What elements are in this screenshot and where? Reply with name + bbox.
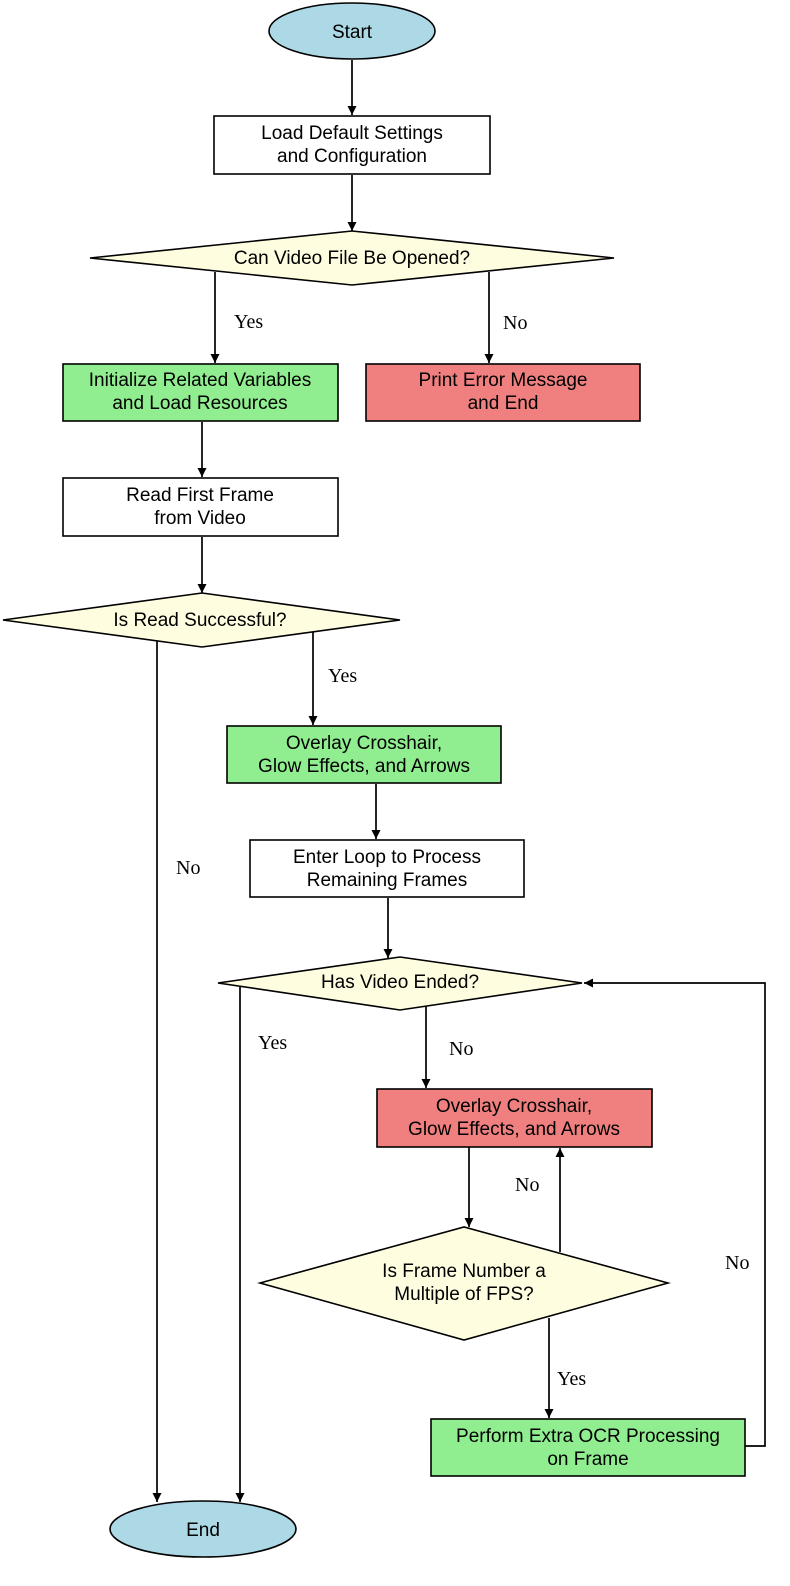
node-can-open: Can Video File Be Opened? [89,230,615,286]
label-fps-no: No [515,1174,539,1196]
video-ended-shape [217,956,583,1011]
label-open-no: No [503,312,527,334]
node-ocr: Perform Extra OCR Processing on Frame [430,1418,746,1477]
edge-ocr-back-to-ended [584,978,766,1447]
start-shape [268,2,436,60]
node-fps-multiple: Is Frame Number a Multiple of FPS? [257,1226,671,1341]
print-error-line1: Print Error Message [419,370,588,391]
label-ended-no: No [449,1038,473,1060]
start-label: Start [332,22,373,43]
node-video-ended: Has Video Ended? [217,956,583,1011]
ocr-line1: Perform Extra OCR Processing [456,1426,720,1447]
load-settings-line2: and Configuration [277,146,427,167]
edges [152,60,766,1502]
load-settings-line1: Load Default Settings [261,123,443,144]
node-read-ok: Is Read Successful? [2,592,401,648]
read-first-line2: from Video [154,508,246,529]
enter-loop-line1: Enter Loop to Process [293,847,481,868]
label-ocr-no: No [725,1252,749,1274]
node-start: Start [268,2,436,60]
overlay-loop-line2: Glow Effects, and Arrows [408,1119,620,1140]
read-ok-label: Is Read Successful? [113,610,286,631]
node-print-error: Print Error Message and End [365,363,641,422]
label-open-yes: Yes [234,311,263,333]
label-read-yes: Yes [328,665,357,687]
print-error-shape [365,363,641,422]
load-settings-shape [213,115,491,175]
fps-multiple-shape [257,1226,671,1341]
print-error-line2: and End [468,393,539,414]
node-end: End [109,1500,297,1558]
node-overlay-first: Overlay Crosshair, Glow Effects, and Arr… [226,725,502,784]
enter-loop-shape [249,839,525,898]
read-first-line1: Read First Frame [126,485,274,506]
init-vars-line2: and Load Resources [112,393,287,414]
fps-multiple-line2: Multiple of FPS? [394,1284,533,1305]
read-first-shape [62,477,339,537]
label-fps-yes: Yes [557,1368,586,1390]
label-read-no: No [176,857,200,879]
enter-loop-line2: Remaining Frames [307,870,468,891]
label-ended-yes: Yes [258,1032,287,1054]
overlay-first-line2: Glow Effects, and Arrows [258,756,470,777]
node-load-settings: Load Default Settings and Configuration [213,115,491,175]
fps-multiple-line1: Is Frame Number a [382,1261,546,1282]
read-ok-shape [2,592,401,648]
end-label: End [186,1520,220,1541]
can-open-label: Can Video File Be Opened? [234,248,470,269]
overlay-first-line1: Overlay Crosshair, [286,733,442,754]
ocr-line2: on Frame [547,1449,628,1470]
edge-labels: Yes No Yes No Yes No No Yes No [176,311,749,1390]
overlay-first-shape [226,725,502,784]
init-vars-line1: Initialize Related Variables [89,370,312,391]
end-shape [109,1500,297,1558]
can-open-shape [89,230,615,286]
node-init-vars: Initialize Related Variables and Load Re… [62,363,339,422]
video-ended-label: Has Video Ended? [321,972,479,993]
node-enter-loop: Enter Loop to Process Remaining Frames [249,839,525,898]
overlay-loop-shape [376,1088,653,1148]
node-read-first: Read First Frame from Video [62,477,339,537]
ocr-shape [430,1418,746,1477]
node-overlay-loop: Overlay Crosshair, Glow Effects, and Arr… [376,1088,653,1148]
overlay-loop-line1: Overlay Crosshair, [436,1096,592,1117]
init-vars-shape [62,363,339,422]
